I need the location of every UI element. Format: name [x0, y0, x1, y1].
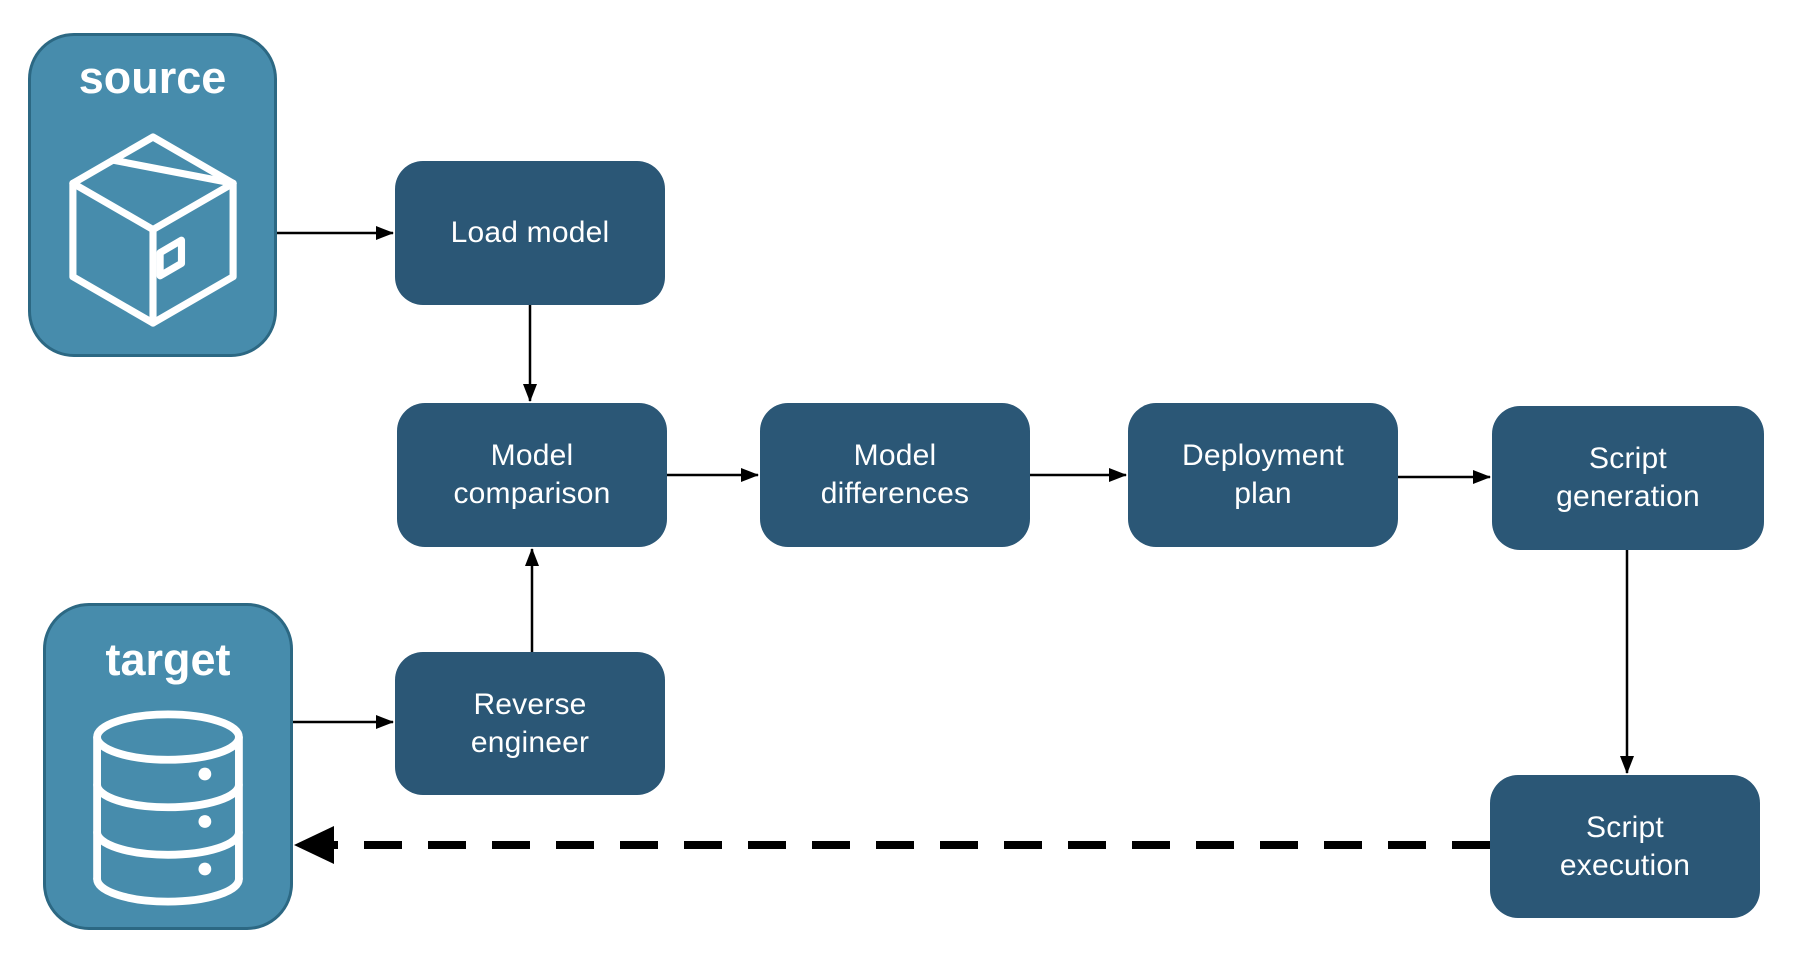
node-model-differences-label: Model: [853, 439, 937, 472]
node-load-model-label: Load model: [450, 216, 610, 249]
source-container: source: [28, 33, 277, 357]
node-script-execution: Script execution: [1490, 775, 1760, 918]
target-label: target: [105, 634, 231, 685]
node-model-differences: Model differences: [760, 403, 1030, 547]
node-deployment-plan-label: Deployment: [1181, 439, 1345, 472]
node-script-generation-label: Script: [1589, 442, 1667, 475]
node-model-comparison: Model comparison: [397, 403, 667, 547]
node-script-execution-label: Script: [1586, 810, 1664, 844]
node-load-model: Load model: [395, 161, 665, 305]
database-icon: [90, 708, 246, 908]
node-model-comparison-label: Model: [490, 439, 574, 472]
dashed-arrowhead: [294, 826, 334, 864]
source-label: source: [78, 52, 227, 103]
node-reverse-engineer: Reverse engineer: [395, 652, 665, 795]
target-container: target: [43, 603, 293, 930]
node-deployment-plan: Deployment plan: [1128, 403, 1398, 547]
node-script-generation: Script generation: [1492, 406, 1764, 550]
node-reverse-engineer-label: Reverse: [473, 687, 587, 721]
package-icon: [64, 126, 242, 334]
